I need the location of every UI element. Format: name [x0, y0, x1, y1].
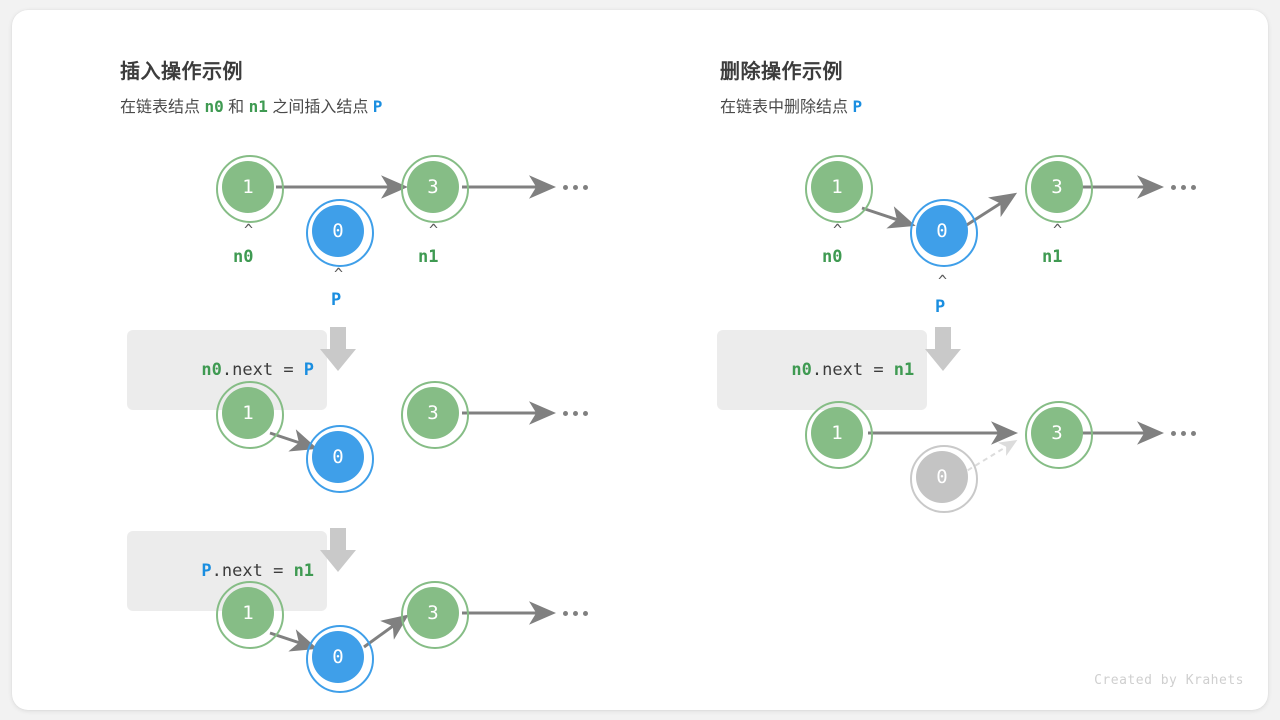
code-token-1: .next = [211, 561, 294, 582]
node-0-row2: 0 [306, 425, 374, 493]
node-value: 0 [936, 465, 948, 488]
pointer-label-n0: n0 [233, 247, 254, 267]
node-1-row1: 1 [216, 155, 284, 223]
node-1-row1: 1 [805, 155, 873, 223]
node-value: 3 [427, 175, 439, 198]
code-token-2: n1 [293, 561, 315, 582]
node-value: 1 [242, 401, 254, 424]
node-0-row1: 0 [910, 199, 978, 267]
caret-icon-n1: ^ [1053, 221, 1063, 239]
node-value: 3 [427, 401, 439, 424]
node-value: 0 [936, 219, 948, 242]
pointer-label-p: P [331, 290, 342, 310]
node-value: 1 [831, 175, 843, 198]
caret-icon-p: ^ [938, 272, 948, 290]
down-arrow-icon-insert-2 [320, 528, 356, 572]
node-1-row2: 1 [805, 401, 873, 469]
node-0-deleted-row2: 0 [910, 445, 978, 513]
node-3-row1: 3 [1025, 155, 1093, 223]
node-value: 1 [831, 421, 843, 444]
diagram-card: 插入操作示例 在链表结点 n0 和 n1 之间插入结点 P 1 [12, 10, 1268, 710]
node-3-row1: 3 [401, 155, 469, 223]
node-3-row2: 3 [1025, 401, 1093, 469]
ellipsis-row2 [563, 411, 588, 416]
node-value: 0 [332, 645, 344, 668]
node-1-row3: 1 [216, 581, 284, 649]
caret-icon-n1: ^ [429, 221, 439, 239]
node-value: 3 [427, 601, 439, 624]
code-token-1: .next = [811, 360, 894, 381]
node-value: 0 [332, 445, 344, 468]
ellipsis-row2 [1171, 431, 1196, 436]
code-token-0: n0 [791, 360, 812, 381]
pointer-label-n0: n0 [822, 247, 843, 267]
page-title-delete: 删除操作示例 [720, 61, 843, 83]
code-token-1: .next = [221, 360, 304, 381]
subtitle-delete: 在链表中删除结点 P [720, 93, 862, 117]
caret-icon-n0: ^ [833, 221, 843, 239]
panel-delete: 删除操作示例 在链表中删除结点 P 1 [640, 10, 1268, 710]
code-token-2: P [303, 360, 315, 381]
node-value: 0 [332, 219, 344, 242]
subtitle-token-p: P [852, 97, 863, 116]
subtitle-token-n1: n1 [248, 97, 268, 116]
pointer-label-p: P [935, 297, 946, 317]
node-1-row2: 1 [216, 381, 284, 449]
subtitle-text-0: 在链表中删除结点 [720, 99, 853, 116]
code-token-0: n0 [201, 360, 222, 381]
page-title-insert: 插入操作示例 [120, 61, 243, 83]
credit-text: Created by Krahets [1094, 673, 1244, 688]
node-3-row3: 3 [401, 581, 469, 649]
subtitle-token-p: P [372, 97, 383, 116]
subtitle-text-0: 在链表结点 [120, 99, 205, 116]
node-value: 3 [1051, 175, 1063, 198]
node-3-row2: 3 [401, 381, 469, 449]
code-token-0: P [201, 561, 212, 582]
ellipsis-row3 [563, 611, 588, 616]
node-value: 1 [242, 175, 254, 198]
down-arrow-icon-insert-1 [320, 327, 356, 371]
caret-icon-p: ^ [334, 265, 344, 283]
pointer-label-n1: n1 [1042, 247, 1063, 267]
subtitle-text-2: 之间插入结点 [267, 99, 373, 116]
down-arrow-icon-delete-1 [925, 327, 961, 371]
node-value: 3 [1051, 421, 1063, 444]
node-0-row3: 0 [306, 625, 374, 693]
ellipsis-row1 [563, 185, 588, 190]
subtitle-token-n0: n0 [204, 97, 224, 116]
caret-icon-n0: ^ [244, 221, 254, 239]
subtitle-text-1: 和 [223, 99, 249, 116]
ellipsis-row1 [1171, 185, 1196, 190]
node-0-row1: 0 [306, 199, 374, 267]
code-badge-delete-1: n0.next = n1 [717, 330, 928, 411]
pointer-label-n1: n1 [418, 247, 439, 267]
code-token-2: n1 [893, 360, 915, 381]
node-value: 1 [242, 601, 254, 624]
subtitle-insert: 在链表结点 n0 和 n1 之间插入结点 P [120, 93, 382, 117]
panel-insert: 插入操作示例 在链表结点 n0 和 n1 之间插入结点 P 1 [12, 10, 640, 710]
